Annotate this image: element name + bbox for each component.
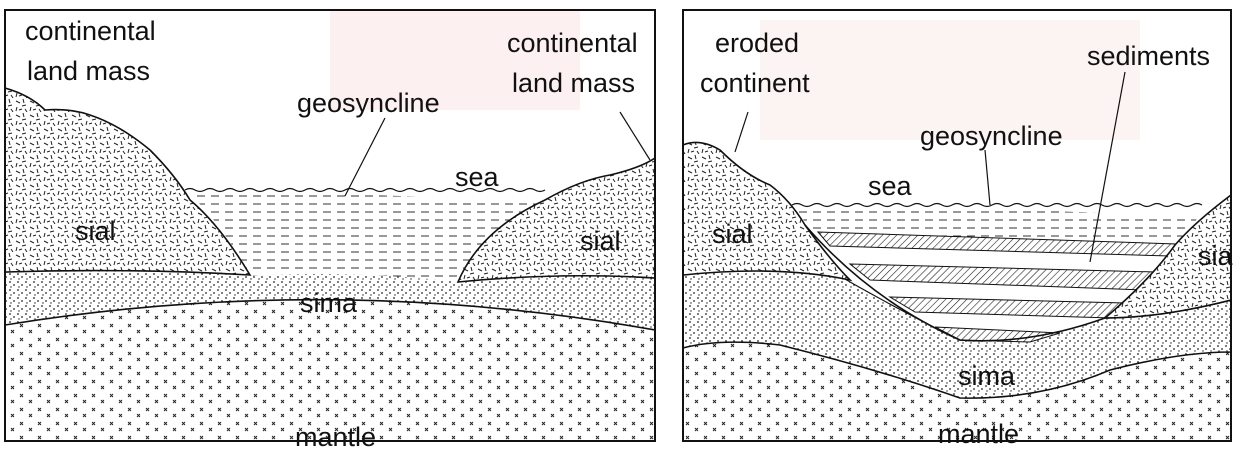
right-sea-surface [792,204,1202,207]
left-sea-label: sea [455,162,500,192]
right-sial-right-label: sia [1198,241,1233,271]
left-mantle-label: mantle [295,422,376,451]
right-sima-label: sima [958,361,1016,391]
left-mantle-layer [5,300,655,441]
left-geosyncline-label: geosyncline [297,88,440,118]
left-sial-right-label: sial [580,226,621,256]
left-sial-left-label: sial [75,216,116,246]
right-continental-line2: land mass [512,68,635,98]
left-sial-left [5,88,250,275]
right-eroded-line2: continent [700,68,810,98]
left-continental-line1: continental [25,16,156,46]
right-continental-line1: continental [507,28,638,58]
left-sima-label: sima [300,288,358,318]
left-continental-leader [620,112,650,160]
left-geosyncline-leader [345,118,385,196]
left-continental-line2: land mass [27,56,150,86]
right-sea-label: sea [868,171,913,201]
right-sial-left-label: sial [712,219,753,249]
right-eroded-line1: eroded [715,28,799,58]
right-geosyncline-leader [985,150,990,205]
right-eroded-leader [735,112,748,152]
right-geosyncline-label: geosyncline [920,121,1063,151]
right-mantle-label: mantle [938,419,1019,449]
right-sediments-label: sediments [1087,41,1210,71]
